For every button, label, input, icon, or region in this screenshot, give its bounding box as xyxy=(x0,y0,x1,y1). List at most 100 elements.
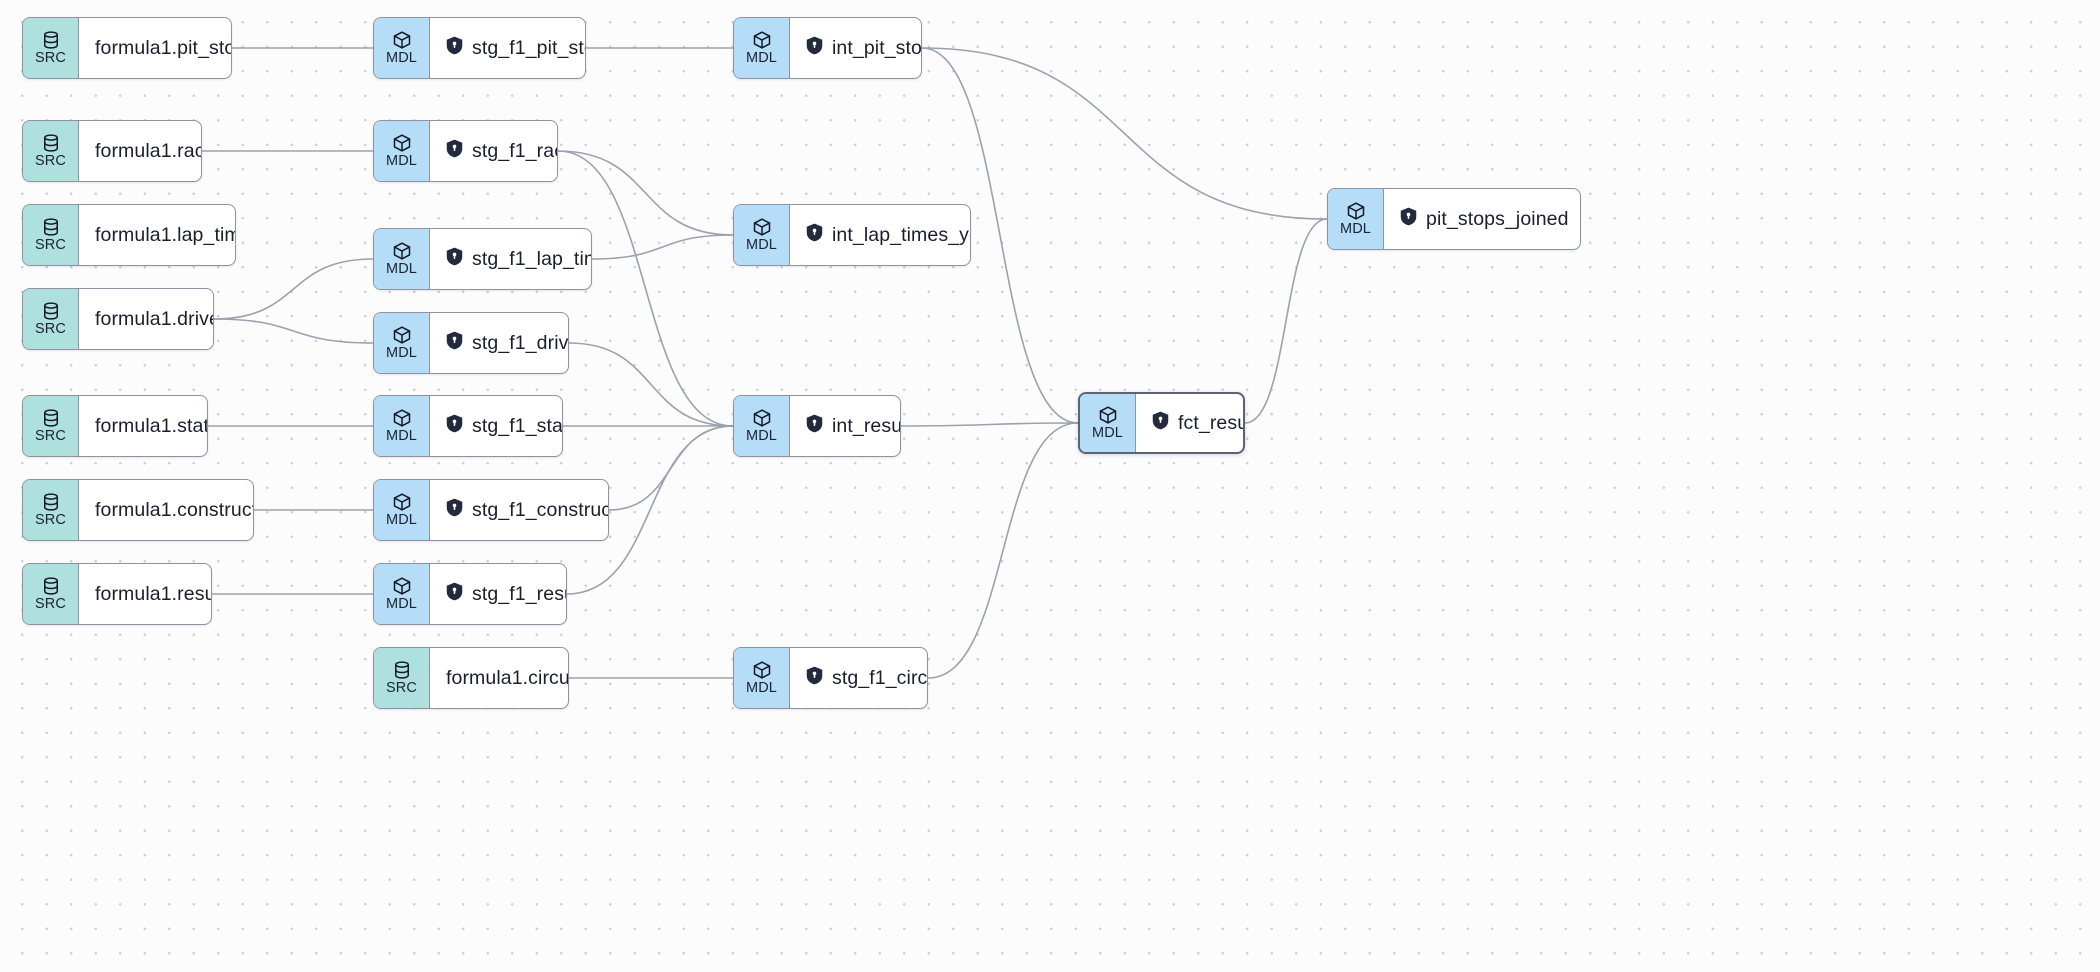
node-type-badge-label: MDL xyxy=(746,428,777,444)
node-type-badge-src: SRC xyxy=(23,480,79,540)
cube-icon xyxy=(752,660,772,680)
node-type-badge-label: MDL xyxy=(386,345,417,361)
node-body: stg_f1_circuits xyxy=(790,648,928,708)
node-type-badge-mdl: MDL xyxy=(1080,394,1136,452)
node-type-badge-src: SRC xyxy=(23,564,79,624)
node-type-badge-label: MDL xyxy=(1092,425,1123,441)
node-label: stg_f1_status xyxy=(472,414,563,437)
database-icon xyxy=(41,492,61,512)
shield-lock-icon xyxy=(446,331,463,355)
database-icon xyxy=(41,217,61,237)
database-icon xyxy=(41,576,61,596)
shield-lock-icon xyxy=(446,36,463,60)
graph-node-int_pit_stops[interactable]: MDL int_pit_stops xyxy=(733,17,922,79)
node-label: stg_f1_circuits xyxy=(832,666,928,689)
node-type-badge-label: MDL xyxy=(746,50,777,66)
node-type-badge-mdl: MDL xyxy=(374,18,430,78)
node-type-badge-mdl: MDL xyxy=(374,313,430,373)
cube-icon xyxy=(1346,201,1366,221)
node-label: int_lap_times_years xyxy=(832,223,970,246)
database-icon xyxy=(41,133,61,153)
node-type-badge-label: MDL xyxy=(386,428,417,444)
node-type-badge-mdl: MDL xyxy=(374,229,430,289)
node-label: int_pit_stops xyxy=(832,36,922,59)
node-label: formula1.lap_times xyxy=(95,223,235,246)
shield-lock-icon xyxy=(446,139,463,163)
graph-node-stg_drivers[interactable]: MDL stg_f1_drivers xyxy=(373,312,569,374)
node-type-badge-mdl: MDL xyxy=(374,121,430,181)
node-type-badge-mdl: MDL xyxy=(374,480,430,540)
node-body: pit_stops_joined xyxy=(1384,189,1580,249)
database-icon xyxy=(41,408,61,428)
node-type-badge-src: SRC xyxy=(23,289,79,349)
node-body: stg_f1_results xyxy=(430,564,566,624)
node-type-badge-mdl: MDL xyxy=(374,396,430,456)
node-type-badge-label: SRC xyxy=(35,50,66,66)
cube-icon xyxy=(392,325,412,345)
graph-node-stg_constructors[interactable]: MDL stg_f1_constructors xyxy=(373,479,609,541)
node-label: formula1.pit_stops xyxy=(95,36,231,59)
cube-icon xyxy=(392,133,412,153)
graph-node-src_results[interactable]: SRC formula1.results xyxy=(22,563,212,625)
node-type-badge-src: SRC xyxy=(23,18,79,78)
node-type-badge-label: MDL xyxy=(386,153,417,169)
shield-lock-icon xyxy=(446,498,463,522)
node-type-badge-mdl: MDL xyxy=(374,564,430,624)
node-type-badge-label: SRC xyxy=(35,512,66,528)
node-type-badge-src: SRC xyxy=(23,121,79,181)
node-type-badge-mdl: MDL xyxy=(734,648,790,708)
graph-node-src_pit_stops[interactable]: SRC formula1.pit_stops xyxy=(22,17,232,79)
graph-node-int_results[interactable]: MDL int_results xyxy=(733,395,901,457)
node-body: int_results xyxy=(790,396,901,456)
node-label: formula1.results xyxy=(95,582,211,605)
cube-icon xyxy=(1098,405,1118,425)
node-body: formula1.pit_stops xyxy=(79,18,231,78)
node-type-badge-src: SRC xyxy=(374,648,430,708)
graph-node-fct_results[interactable]: MDL fct_results xyxy=(1078,392,1245,454)
node-body: formula1.lap_times xyxy=(79,205,235,265)
graph-node-src_races[interactable]: SRC formula1.races xyxy=(22,120,202,182)
graph-node-src_constructors[interactable]: SRC formula1.constructors xyxy=(22,479,254,541)
node-body: fct_results xyxy=(1136,394,1243,452)
node-type-badge-label: MDL xyxy=(386,596,417,612)
node-label: stg_f1_drivers xyxy=(472,331,569,354)
node-body: formula1.races xyxy=(79,121,201,181)
node-label: int_results xyxy=(832,414,901,437)
graph-node-stg_results[interactable]: MDL stg_f1_results xyxy=(373,563,567,625)
node-label: stg_f1_constructors xyxy=(472,498,608,521)
node-label: stg_f1_pit_stops xyxy=(472,36,585,59)
graph-node-stg_pit_stops[interactable]: MDL stg_f1_pit_stops xyxy=(373,17,586,79)
node-type-badge-label: SRC xyxy=(35,237,66,253)
node-label: formula1.status xyxy=(95,414,208,437)
shield-lock-icon xyxy=(1400,207,1417,231)
node-body: stg_f1_drivers xyxy=(430,313,569,373)
node-label: pit_stops_joined xyxy=(1426,207,1569,230)
node-type-badge-label: SRC xyxy=(386,680,417,696)
shield-lock-icon xyxy=(806,666,823,690)
node-type-badge-mdl: MDL xyxy=(734,396,790,456)
node-label: formula1.races xyxy=(95,139,201,162)
node-label: formula1.constructors xyxy=(95,498,253,521)
node-body: int_pit_stops xyxy=(790,18,922,78)
graph-node-src_drivers[interactable]: SRC formula1.drivers xyxy=(22,288,214,350)
node-type-badge-label: MDL xyxy=(386,261,417,277)
graph-node-stg_circuits[interactable]: MDL stg_f1_circuits xyxy=(733,647,928,709)
graph-node-src_lap_times[interactable]: SRC formula1.lap_times xyxy=(22,204,236,266)
node-type-badge-label: MDL xyxy=(746,680,777,696)
node-body: stg_f1_constructors xyxy=(430,480,608,540)
cube-icon xyxy=(752,217,772,237)
node-body: formula1.drivers xyxy=(79,289,213,349)
cube-icon xyxy=(392,30,412,50)
graph-node-stg_status[interactable]: MDL stg_f1_status xyxy=(373,395,563,457)
node-label: formula1.drivers xyxy=(95,307,213,330)
node-type-badge-src: SRC xyxy=(23,205,79,265)
node-type-badge-label: SRC xyxy=(35,596,66,612)
cube-icon xyxy=(392,408,412,428)
